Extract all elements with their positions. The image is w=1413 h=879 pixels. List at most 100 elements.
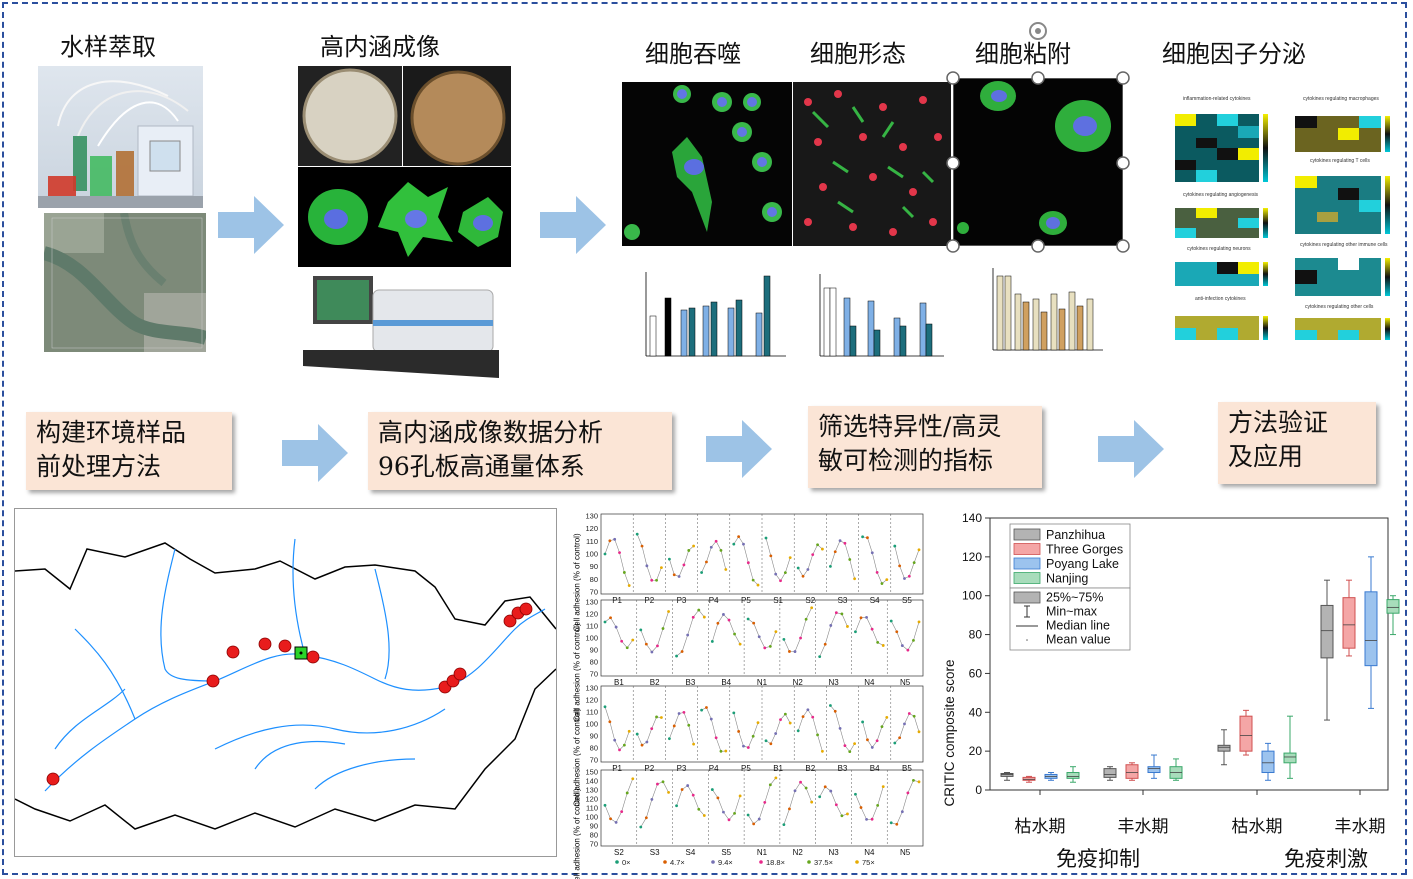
fluorescent-cells-image <box>298 167 511 267</box>
adhesion-point <box>620 639 624 643</box>
adhesion-point <box>898 736 902 740</box>
adhesion-point <box>622 571 626 574</box>
adhesion-point <box>746 561 750 565</box>
adhesion-point <box>843 541 847 545</box>
adhesion-point <box>811 715 815 719</box>
box-ytick: 80 <box>969 628 983 642</box>
adhesion-xlabel: S4 <box>870 596 880 605</box>
adhesion-point <box>716 621 720 625</box>
adhesion-point <box>764 536 768 540</box>
adhesion-ytick: 80 <box>590 744 598 753</box>
adhesion-xlabel: P5 <box>741 596 751 605</box>
adhesion-point <box>757 635 761 639</box>
adhesion-point <box>806 708 810 712</box>
adhesion-point <box>774 732 778 735</box>
step2-line2: 96孔板高通量体系 <box>378 452 585 481</box>
adhesion-point <box>738 794 742 798</box>
adhesion-xlabel: B2 <box>650 678 660 687</box>
box-0-3 <box>1066 766 1080 783</box>
stage-title-extraction: 水样萃取 <box>60 33 156 61</box>
adhesion-point <box>733 811 736 815</box>
adhesion-xlabel: B2 <box>805 764 815 773</box>
box-1-2 <box>1147 754 1161 779</box>
adhesion-point <box>893 544 897 548</box>
adhesion-point <box>788 721 792 725</box>
adhesion-ytick: 110 <box>586 622 598 631</box>
adhesion-point <box>840 814 844 818</box>
adhesion-point <box>829 704 832 707</box>
adhesion-point <box>898 564 902 568</box>
river-basin-map <box>14 508 557 857</box>
adhesion-point <box>639 628 643 632</box>
adhesion-point <box>870 551 874 555</box>
box-ytick: 120 <box>962 550 982 564</box>
adhesion-point <box>627 584 631 587</box>
adhesion-xlabel: B4 <box>721 678 731 687</box>
box-group-label: 免疫刺激 <box>1284 847 1368 871</box>
adhesion-point <box>603 803 607 807</box>
adhesion-point <box>609 817 612 821</box>
adhesion-ytick: 90 <box>590 732 598 741</box>
adhesion-point <box>746 617 750 621</box>
adhesion-point <box>722 810 725 814</box>
adhesion-point <box>880 725 884 728</box>
adhesion-point <box>644 642 648 646</box>
legend-swatch <box>1013 543 1041 555</box>
adhesion-point <box>635 532 639 536</box>
adhesion-point <box>854 630 857 634</box>
adhesion-point <box>810 800 814 804</box>
adhesion-ytick: 70 <box>590 670 598 679</box>
box-ytick: 100 <box>962 589 982 603</box>
adhesion-point <box>876 641 880 644</box>
box-xcategory: 丰水期 <box>1335 817 1386 837</box>
adhesion-point <box>691 793 695 797</box>
adhesion-point <box>843 744 847 748</box>
adhesion-point <box>660 716 663 719</box>
adhesion-point <box>724 749 728 753</box>
adhesion-point <box>861 720 864 724</box>
adhesion-ytick: 130 <box>585 684 598 693</box>
legend-stat-label: Mean value <box>1046 633 1111 647</box>
box-ylabel: CRITIC composite score <box>942 659 957 806</box>
adhesion-point <box>796 729 800 733</box>
adhesion-legend-marker <box>711 860 715 864</box>
adhesion-point <box>686 633 690 637</box>
adhesion-point <box>801 715 805 719</box>
adhesion-point <box>756 583 760 587</box>
adhesion-point <box>912 561 916 564</box>
legend-series-label: Panzhihua <box>1046 528 1105 542</box>
adhesion-point <box>742 542 745 546</box>
adhesion-point <box>608 720 612 724</box>
adhesion-point <box>782 823 786 827</box>
adhesion-bar-chart <box>992 268 1103 351</box>
box-0-0 <box>1000 772 1014 781</box>
adhesion-point <box>774 776 778 780</box>
adhesion-point <box>804 617 808 621</box>
adhesion-point <box>702 615 706 619</box>
rotate-handle-icon[interactable] <box>1027 20 1049 42</box>
adhesion-point <box>906 791 910 795</box>
adhesion-ytick: 70 <box>590 840 598 849</box>
adhesion-point <box>768 644 772 648</box>
adhesion-point <box>875 739 879 743</box>
adhesion-point <box>829 624 833 627</box>
heatmap-title-1: inflammation-related cytokines <box>1183 96 1251 102</box>
arrow-1 <box>218 196 284 254</box>
adhesion-point <box>774 630 778 634</box>
adhesion-point <box>737 730 741 733</box>
adhesion-point <box>682 711 686 714</box>
adhesion-point <box>793 650 797 653</box>
adhesion-point <box>635 732 639 736</box>
adhesion-point <box>672 573 676 577</box>
adhesion-ytick: 70 <box>590 588 598 597</box>
adhesion-point <box>668 557 671 561</box>
adhesion-xlabel: B1 <box>614 678 624 687</box>
adhesion-point <box>870 817 874 821</box>
cytokine-heatmaps: inflammation-related cytokines cytokines… <box>1155 96 1405 346</box>
adhesion-point <box>783 571 787 574</box>
adhesion-point <box>733 632 736 636</box>
adhesion-point <box>768 783 772 787</box>
adhesion-point <box>709 545 713 549</box>
